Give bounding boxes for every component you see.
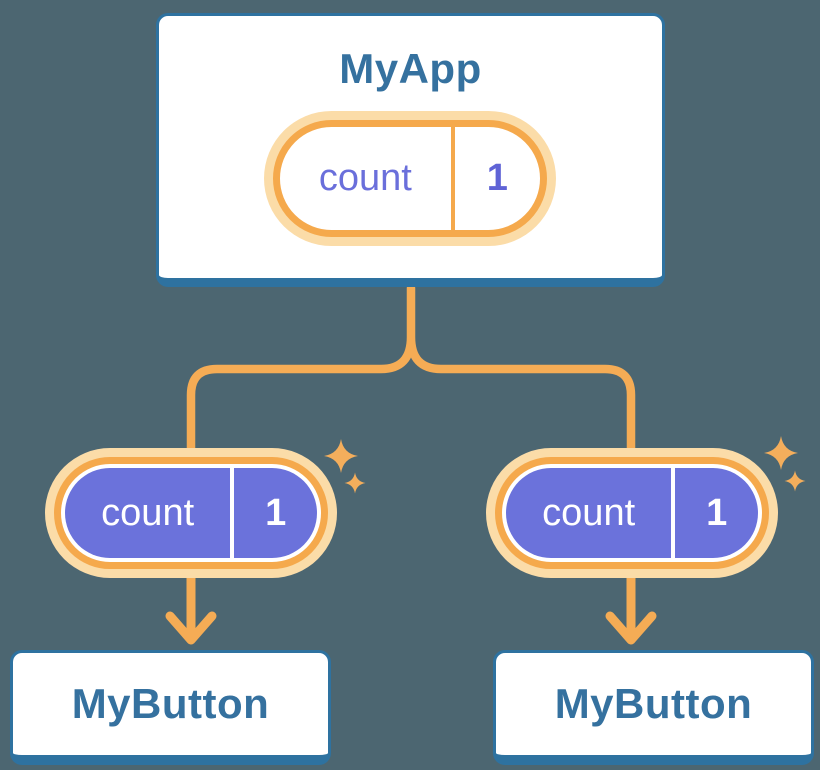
mybutton-card-left: MyButton (10, 650, 331, 765)
prop-pill-body: count 1 (506, 468, 758, 558)
mybutton-title: MyButton (554, 680, 753, 727)
state-pill-label: count (318, 157, 412, 199)
down-arrow-right-icon (605, 571, 657, 645)
state-pill: count 1 (273, 120, 547, 237)
pill-divider (671, 468, 676, 558)
prop-pill-value: 1 (706, 491, 728, 534)
tree-connector-line (186, 283, 636, 457)
myapp-card: MyApp count 1 (156, 13, 665, 287)
myapp-title: MyApp (339, 45, 482, 92)
prop-pill-value: 1 (265, 491, 287, 534)
state-pill-value: 1 (486, 157, 508, 199)
sparkle-icon (764, 436, 806, 492)
mybutton-title: MyButton (71, 680, 270, 727)
pill-divider (230, 468, 235, 558)
down-arrow-left-icon (165, 571, 217, 645)
prop-pill-label: count (101, 491, 195, 534)
mybutton-card-right: MyButton (493, 650, 814, 765)
prop-pill-right: count 1 (495, 457, 769, 569)
prop-pill-left: count 1 (54, 457, 328, 569)
prop-pill-body: count 1 (65, 468, 317, 558)
pill-divider (450, 127, 455, 230)
prop-pill-label: count (542, 491, 636, 534)
sparkle-icon (324, 439, 366, 494)
state-pill-body: count 1 (280, 127, 540, 230)
